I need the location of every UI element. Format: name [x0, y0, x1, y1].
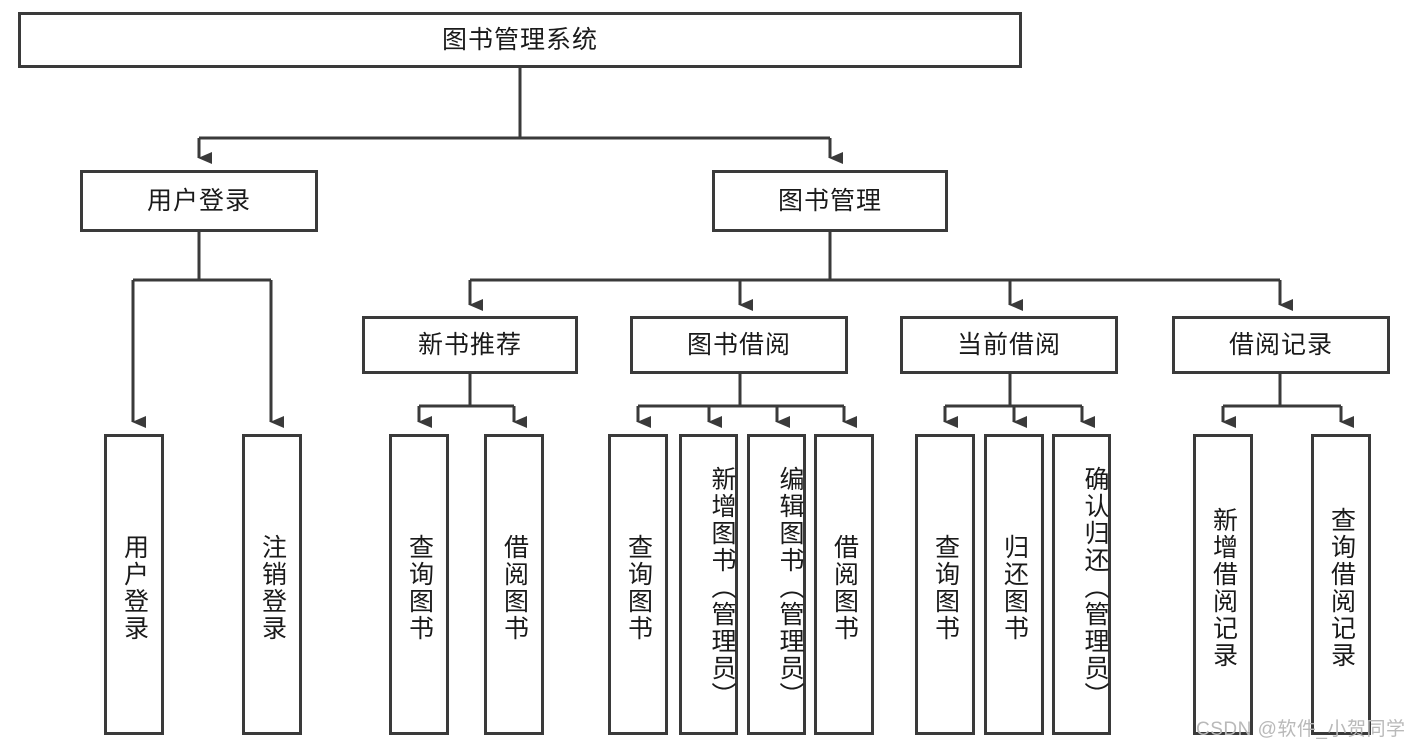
leaf-add-book-admin[interactable]: 新增图书（管理员）	[679, 434, 738, 735]
leaf-query-borrow-record[interactable]: 查询借阅记录	[1311, 434, 1371, 735]
node-label: 借阅图书	[830, 533, 859, 642]
node-label: 归还图书	[1000, 533, 1029, 642]
leaf-query-book-borrow[interactable]: 查询图书	[608, 434, 668, 735]
node-label: 确认归还（管理员）	[1081, 466, 1109, 709]
leaf-query-book-current[interactable]: 查询图书	[915, 434, 975, 735]
node-label: 当前借阅	[956, 330, 1061, 359]
node-label: 新增图书（管理员）	[708, 466, 736, 709]
csdn-watermark: CSDN @软件_小贺同学	[1196, 719, 1405, 740]
node-label: 查询图书	[624, 533, 653, 642]
node-new-book-recommendation[interactable]: 新书推荐	[362, 316, 578, 374]
node-label: 新增借阅记录	[1209, 506, 1238, 669]
node-label: 图书管理系统	[441, 25, 598, 54]
node-borrow-record[interactable]: 借阅记录	[1172, 316, 1390, 374]
leaf-confirm-return-admin[interactable]: 确认归还（管理员）	[1052, 434, 1111, 735]
node-current-borrow[interactable]: 当前借阅	[900, 316, 1118, 374]
node-label: 注销登录	[258, 533, 287, 642]
node-label: 查询借阅记录	[1327, 506, 1356, 669]
node-label: 借阅记录	[1228, 330, 1333, 359]
node-label: 图书管理	[777, 186, 882, 215]
node-label: 查询图书	[405, 533, 434, 642]
node-user-login[interactable]: 用户登录	[80, 170, 318, 232]
node-label: 用户登录	[120, 533, 149, 642]
leaf-logout-login[interactable]: 注销登录	[242, 434, 302, 735]
node-label: 查询图书	[931, 533, 960, 642]
leaf-user-login[interactable]: 用户登录	[104, 434, 164, 735]
leaf-borrow-book-new-rec[interactable]: 借阅图书	[484, 434, 544, 735]
leaf-query-book-new-rec[interactable]: 查询图书	[389, 434, 449, 735]
node-label: 用户登录	[146, 186, 251, 215]
node-label: 新书推荐	[417, 330, 522, 359]
leaf-add-borrow-record[interactable]: 新增借阅记录	[1193, 434, 1253, 735]
node-root-book-management-system[interactable]: 图书管理系统	[18, 12, 1022, 68]
leaf-borrow-book-borrow[interactable]: 借阅图书	[814, 434, 874, 735]
leaf-return-book[interactable]: 归还图书	[984, 434, 1044, 735]
node-label: 编辑图书（管理员）	[776, 466, 804, 709]
leaf-edit-book-admin[interactable]: 编辑图书（管理员）	[747, 434, 806, 735]
node-book-manage[interactable]: 图书管理	[712, 170, 948, 232]
node-book-borrow[interactable]: 图书借阅	[630, 316, 848, 374]
node-label: 图书借阅	[686, 330, 791, 359]
node-label: 借阅图书	[500, 533, 529, 642]
